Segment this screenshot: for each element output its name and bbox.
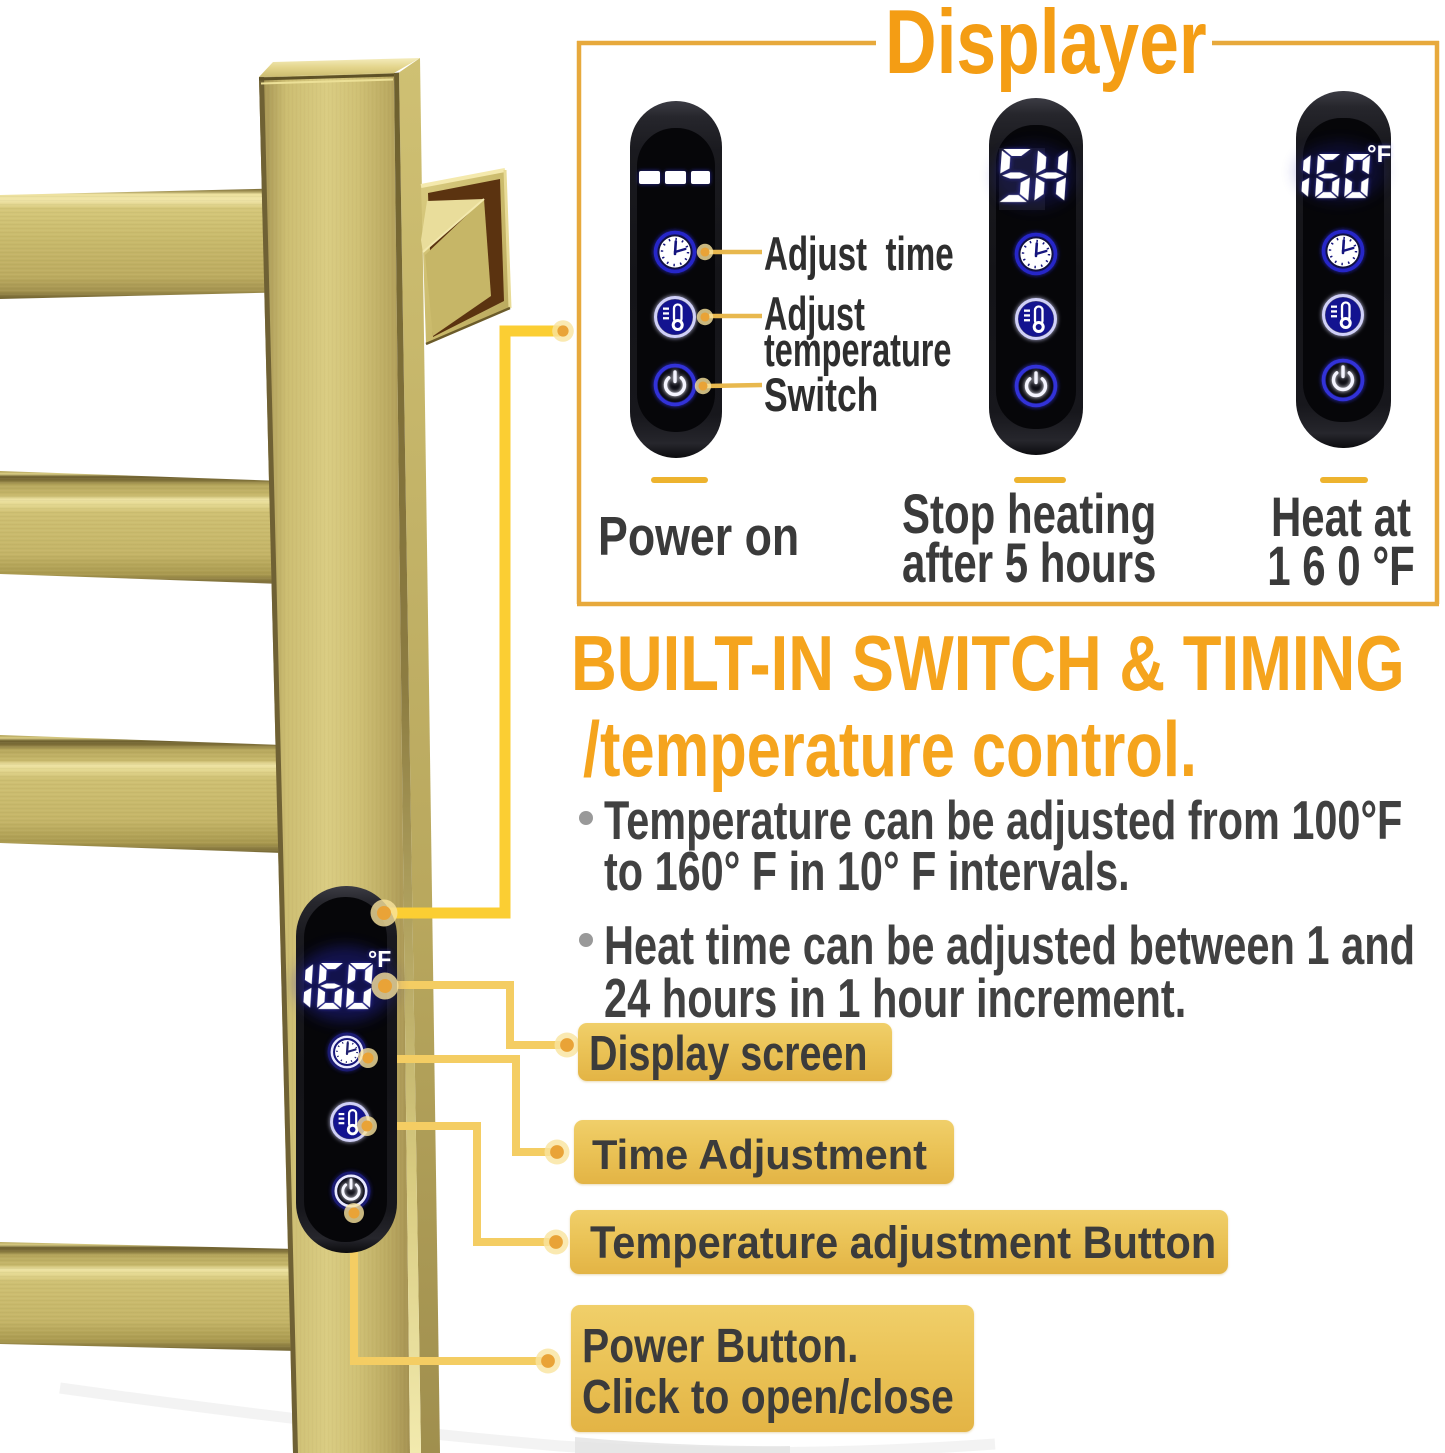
svg-text:°F: °F bbox=[1367, 141, 1391, 168]
svg-text:°F: °F bbox=[368, 946, 391, 972]
